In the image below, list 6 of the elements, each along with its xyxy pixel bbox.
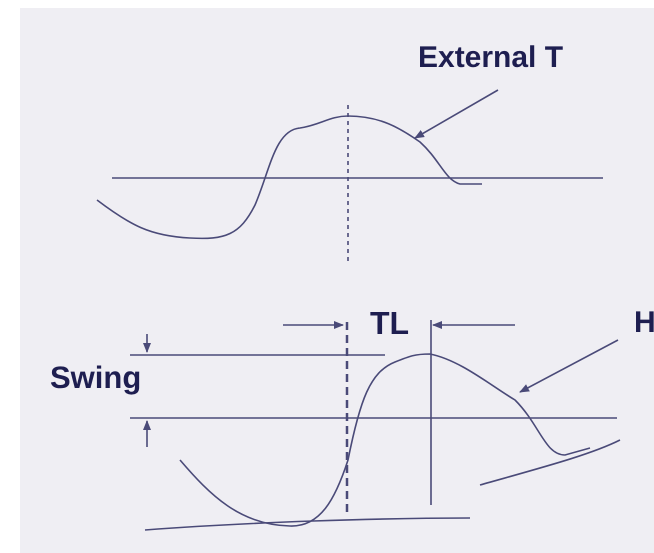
callout-label: External T [418,43,564,73]
dimension-label: TL [370,307,410,339]
dimension-label: Swing [50,362,142,393]
callout-label: H [634,308,654,338]
leader-arrow [414,89,498,139]
leader-arrow [519,339,618,393]
